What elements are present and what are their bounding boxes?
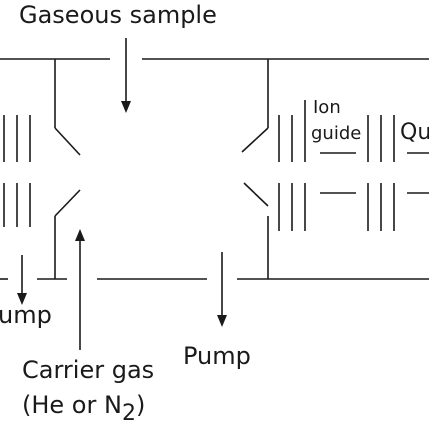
right-electrode-plates bbox=[278, 100, 429, 231]
left-pump-arrow bbox=[17, 255, 27, 305]
carrier-gas-label-line1: Carrier gas bbox=[22, 356, 154, 384]
right-skimmer-top bbox=[241, 127, 269, 153]
right-chamber bbox=[241, 59, 269, 279]
center-pump-arrow bbox=[217, 252, 227, 327]
ion-guide-label-line2: guide bbox=[311, 123, 361, 144]
carrier-gas-prefix: (He or N bbox=[22, 391, 122, 419]
ion-guide-label-line1: Ion bbox=[313, 97, 341, 118]
left-pump-label-partial: ump bbox=[0, 301, 52, 329]
right-skimmer-bottom bbox=[243, 182, 269, 207]
carrier-gas-arrow bbox=[75, 229, 85, 350]
quadrupole-label-partial: Qu bbox=[400, 120, 429, 145]
left-chamber bbox=[54, 59, 81, 279]
left-skimmer-top bbox=[54, 127, 81, 156]
carrier-gas-subscript: 2 bbox=[122, 401, 136, 426]
carrier-gas-label-line2: (He or N2) bbox=[22, 391, 145, 426]
flow-arrows bbox=[17, 38, 227, 350]
left-electrode-plates bbox=[3, 115, 31, 227]
left-skimmer-bottom bbox=[54, 189, 81, 217]
housing-walls bbox=[0, 58, 429, 280]
carrier-gas-suffix: ) bbox=[136, 391, 145, 419]
center-pump-label: Pump bbox=[183, 342, 251, 370]
gaseous-sample-label: Gaseous sample bbox=[19, 1, 217, 29]
gaseous-sample-arrow bbox=[121, 38, 131, 113]
